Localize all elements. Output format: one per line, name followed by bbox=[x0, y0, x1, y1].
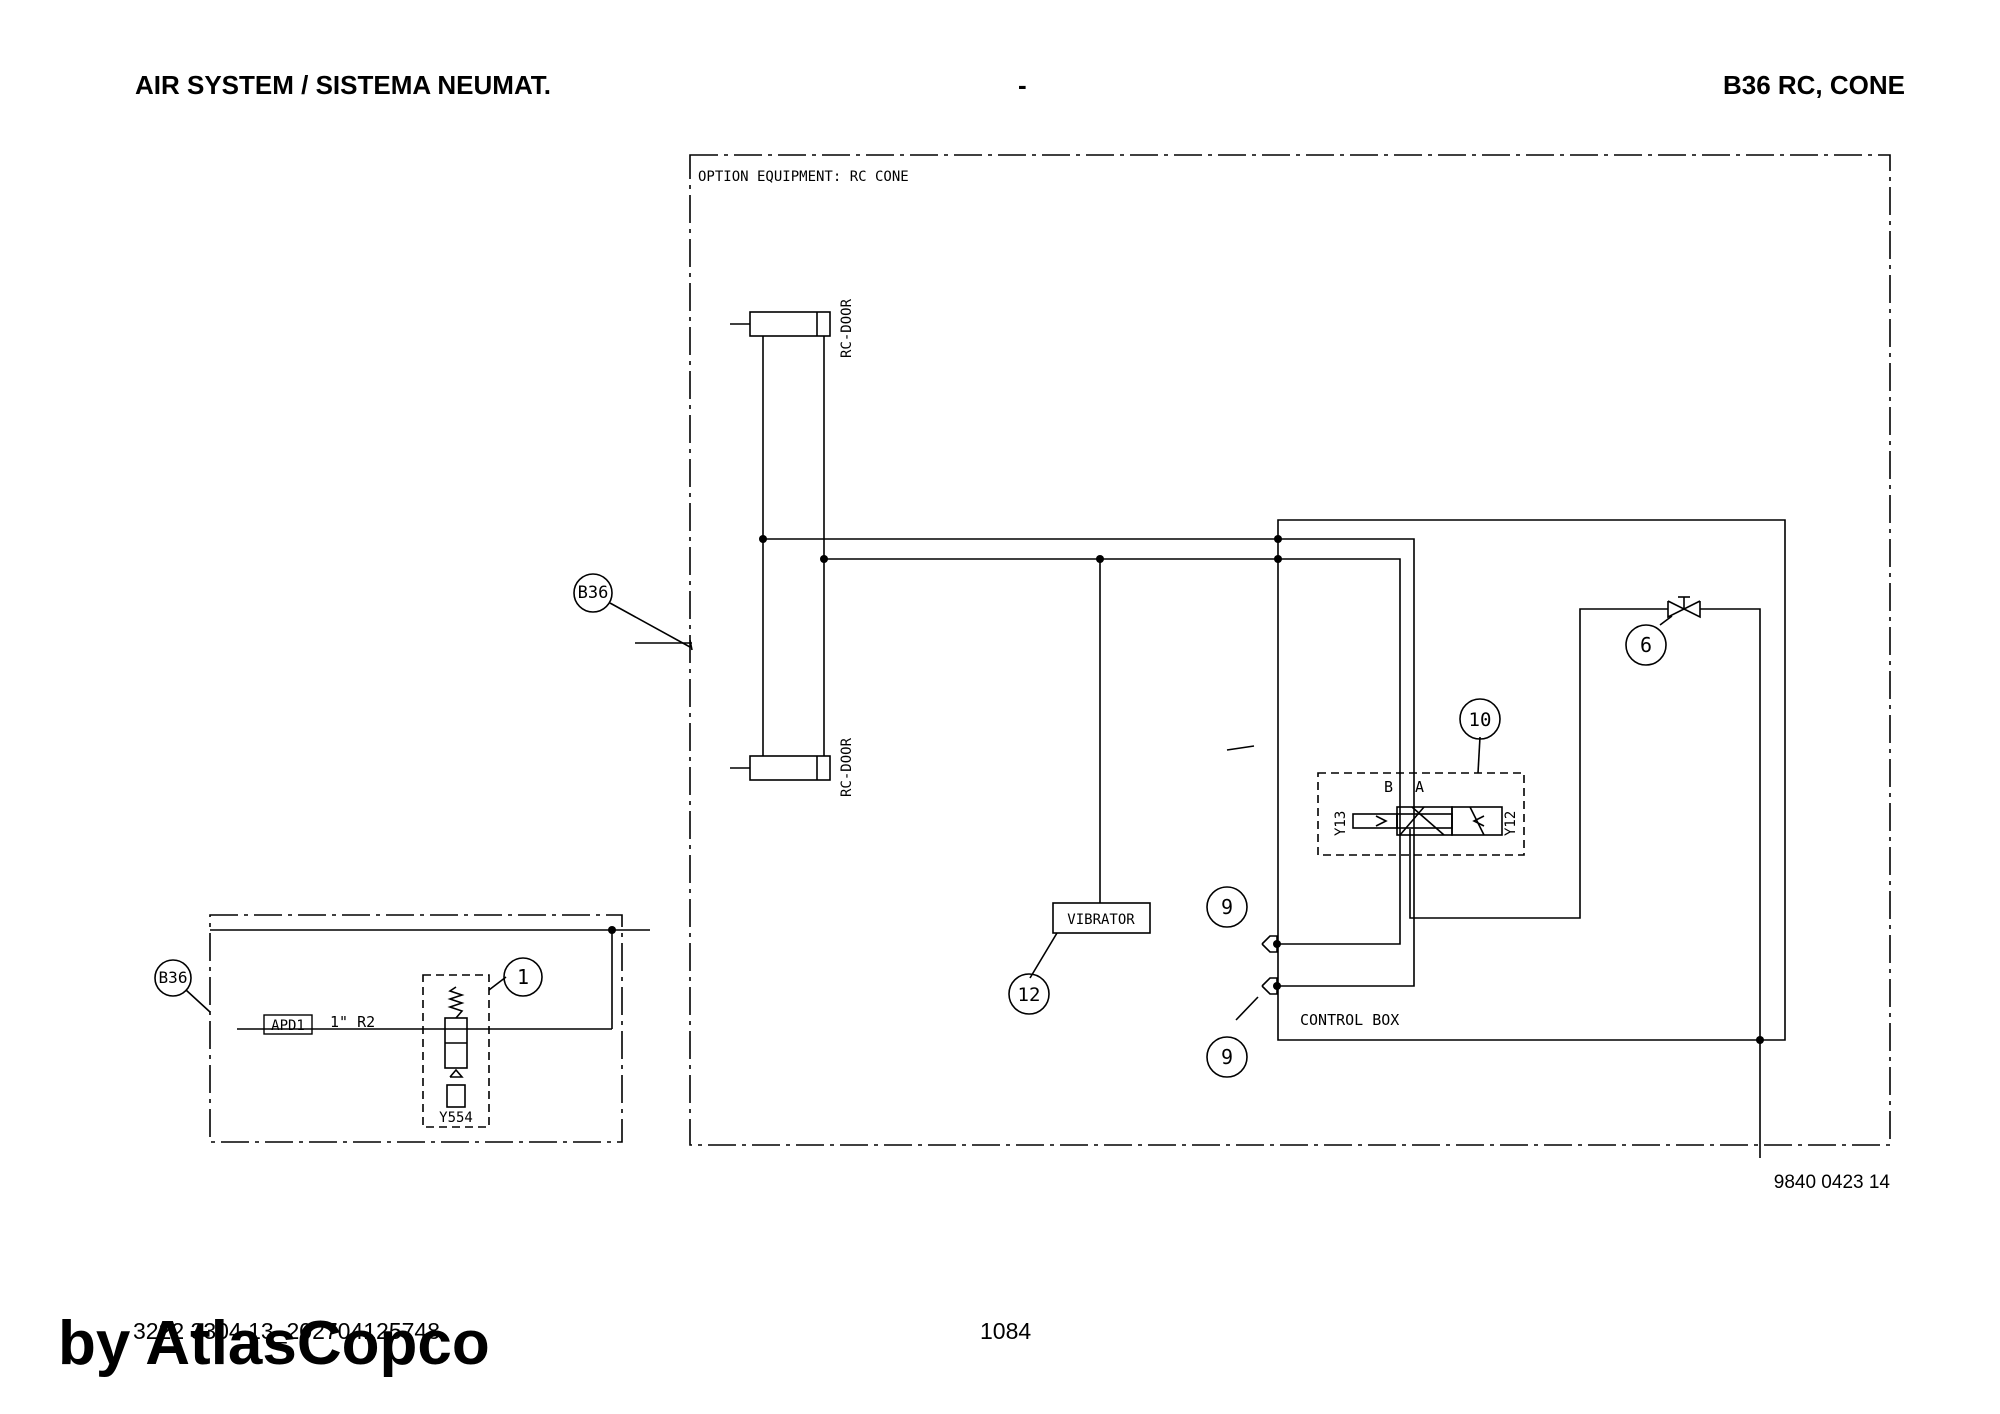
apd1-label: APD1 bbox=[271, 1018, 305, 1034]
vibrator-label: VIBRATOR bbox=[1067, 912, 1135, 928]
ref-b36-main-circle bbox=[573, 573, 613, 613]
rc-door-cylinder-bottom bbox=[730, 755, 831, 781]
b36-frame bbox=[209, 914, 623, 1143]
y554-valve-symbol bbox=[444, 986, 468, 1108]
control-box-label: CONTROL BOX bbox=[1300, 1011, 1399, 1029]
callout-6-label: 6 bbox=[1640, 633, 1652, 657]
junction-dots bbox=[608, 535, 1764, 1044]
callout-10-label: 10 bbox=[1469, 709, 1492, 731]
valve-10-symbol bbox=[1352, 806, 1503, 836]
callout-9a-label: 9 bbox=[1221, 895, 1233, 919]
header-model: B36 RC, CONE bbox=[1722, 70, 1905, 100]
callout-6-circle bbox=[1625, 624, 1667, 666]
callout-1-circle bbox=[503, 957, 543, 997]
callout-9a-circle bbox=[1206, 886, 1248, 928]
page-number: 1084 bbox=[980, 1318, 1032, 1344]
callout-9b-circle bbox=[1206, 1036, 1248, 1078]
valve-10-box bbox=[1317, 772, 1525, 856]
rc-door-top-label: RC-DOOR bbox=[839, 298, 855, 358]
vibrator-box bbox=[1052, 902, 1151, 934]
pipe-size-label: 1" R2 bbox=[330, 1013, 375, 1031]
ref-b36-small-circle bbox=[154, 959, 192, 997]
y554-label: Y554 bbox=[439, 1110, 473, 1126]
option-equipment-label: OPTION EQUIPMENT: RC CONE bbox=[698, 169, 909, 185]
y12-label: Y12 bbox=[1503, 811, 1519, 836]
brand-watermark: by AtlasCopco bbox=[58, 1309, 490, 1378]
callout-12-circle bbox=[1008, 973, 1050, 1015]
header-separator: - bbox=[1018, 70, 1027, 100]
callout-10-circle bbox=[1459, 698, 1501, 740]
option-frame bbox=[689, 154, 1891, 1146]
check-valve-6 bbox=[1667, 596, 1701, 619]
drawing-number: 9840 0423 14 bbox=[1774, 1172, 1891, 1193]
ref-b36-main-label: B36 bbox=[578, 583, 609, 603]
y13-label: Y13 bbox=[1333, 811, 1349, 836]
callout-1-label: 1 bbox=[517, 965, 529, 989]
document-id: 3222 3304 13_202704125748 bbox=[133, 1318, 440, 1344]
apd1-box bbox=[263, 1014, 313, 1035]
y554-box bbox=[422, 974, 490, 1128]
rc-door-cylinder-top bbox=[730, 311, 831, 337]
callout-9b-label: 9 bbox=[1221, 1045, 1233, 1069]
ref-b36-small-label: B36 bbox=[159, 968, 188, 987]
rc-door-bottom-label: RC-DOOR bbox=[839, 737, 855, 797]
port-a-label: A bbox=[1415, 778, 1424, 796]
callout-12-label: 12 bbox=[1018, 984, 1041, 1006]
air-lines bbox=[210, 336, 1786, 1158]
header-title: AIR SYSTEM / SISTEMA NEUMAT. bbox=[135, 70, 552, 100]
port-b-label: B bbox=[1384, 778, 1393, 796]
